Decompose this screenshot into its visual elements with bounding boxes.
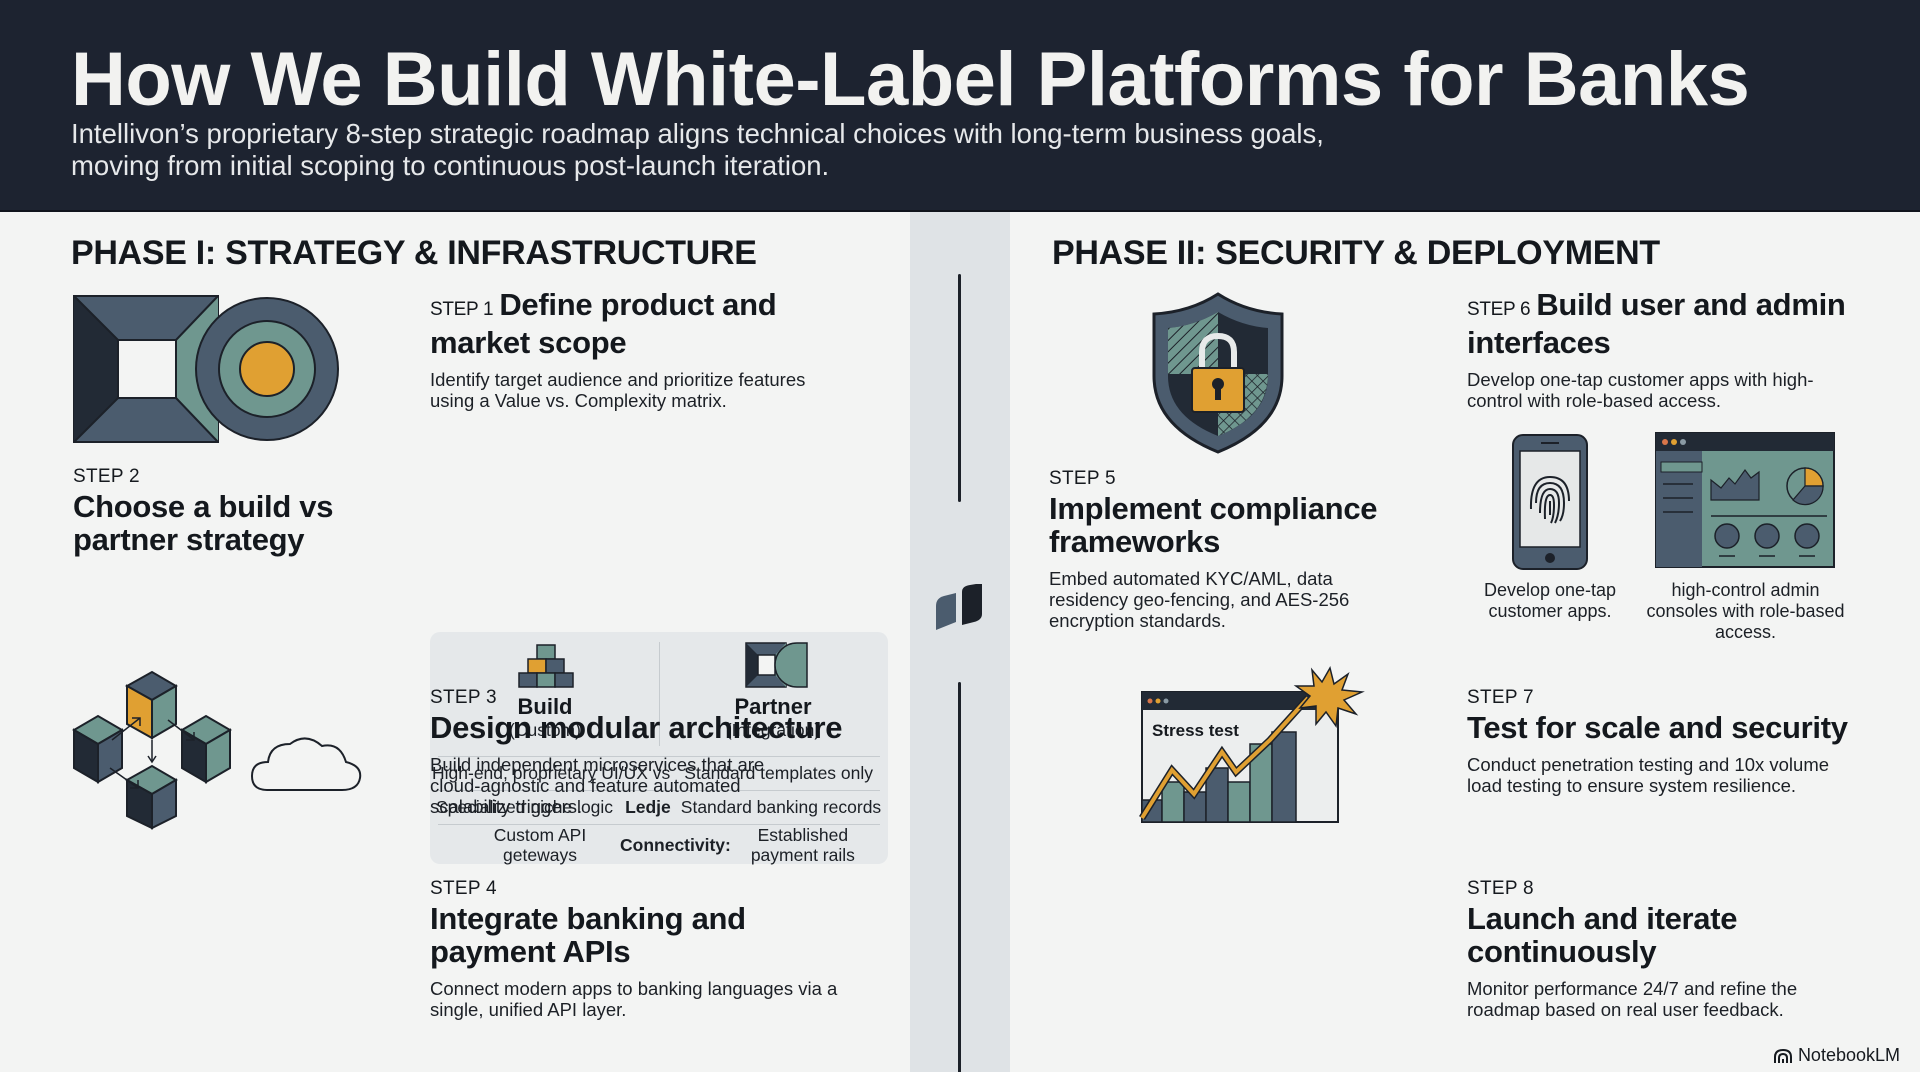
step-7-title: Test for scale and security xyxy=(1467,710,1848,745)
phase-2-panel: PHASE II: SECURITY & DEPLOYMENT STEP 5 I xyxy=(1010,212,1920,1072)
step-5-description: Embed automated KYC/AML, data residency … xyxy=(1049,568,1350,631)
phase-1-title: PHASE I: STRATEGY & INFRASTRUCTURE xyxy=(71,234,757,272)
page-subtitle: Intellivon’s proprietary 8-step strategi… xyxy=(71,118,1324,181)
step-7-description: Conduct penetration testing and 10x volu… xyxy=(1467,754,1830,796)
center-divider xyxy=(910,212,1010,1072)
step-3: STEP 3 Design modular architecture Build… xyxy=(430,687,890,817)
matrix-row-build: Specialized niche logic xyxy=(436,797,614,817)
phone-caption: Develop one-tap customer apps. xyxy=(1483,580,1617,621)
header-banner: How We Build White-Label Platforms for B… xyxy=(0,0,1920,212)
watermark-label: NotebookLM xyxy=(1797,1045,1900,1065)
build-vs-partner-matrix: Build (Custom) Partner (Integration) Hig… xyxy=(430,632,888,865)
partner-frame-icon xyxy=(745,642,809,688)
notebooklm-logo-icon xyxy=(1773,1048,1793,1064)
step-5: STEP 5 Implement compliance frameworks E… xyxy=(1049,468,1409,631)
step-4: STEP 4 Integrate banking and payment API… xyxy=(430,878,890,1020)
step-8-description: Monitor performance 24/7 and refine the … xyxy=(1467,978,1798,1020)
step-1-description: Identify target audience and prioritize … xyxy=(430,369,806,411)
matrix-row: Specialized niche logic Ledje Standard b… xyxy=(436,790,882,824)
build-label: Build xyxy=(517,694,573,719)
step-5-label: STEP 5 xyxy=(1049,468,1116,489)
matrix-row-criterion: Ledje xyxy=(625,797,671,817)
modular-cubes-icon xyxy=(72,670,372,830)
matrix-row-partner: Standard banking records xyxy=(680,797,882,817)
step-8: STEP 8 Launch and iterate continuously M… xyxy=(1467,878,1907,1020)
build-column: Build (Custom) xyxy=(435,640,655,750)
step-6-title: Build user and admin interfaces xyxy=(1467,287,1846,360)
partner-sublabel: (Integration) xyxy=(725,720,821,740)
admin-console-icon xyxy=(1655,432,1835,568)
step-6-label: STEP 6 xyxy=(1467,299,1531,320)
phase-1-panel: PHASE I: STRATEGY & INFRASTRUCTURE STEP … xyxy=(0,212,910,1072)
matrix-row: High-end, proprietary UI/UX vs Standard … xyxy=(432,756,880,790)
target-frame-icon xyxy=(72,294,342,444)
step-5-title: Implement compliance frameworks xyxy=(1049,491,1378,559)
partner-column: Partner (Integration) xyxy=(663,640,883,750)
matrix-row-build: High-end, proprietary UI/UX vs xyxy=(432,763,671,783)
step-3-label: STEP 3 xyxy=(430,687,497,708)
shield-lock-icon xyxy=(1150,290,1286,456)
book-pages-icon xyxy=(934,584,990,634)
matrix-row-partner: Standard templates only xyxy=(684,763,874,783)
matrix-row-build: Custom API geteways xyxy=(493,824,587,865)
phase-2-title: PHASE II: SECURITY & DEPLOYMENT xyxy=(1052,234,1660,272)
step-3-description: Build independent microservices that are… xyxy=(430,754,765,817)
step-2-label: STEP 2 xyxy=(73,466,140,487)
step-3-title: Design modular architecture xyxy=(430,710,843,745)
page-title: How We Build White-Label Platforms for B… xyxy=(71,37,1750,122)
phone-fingerprint-icon xyxy=(1511,433,1589,571)
step-4-description: Connect modern apps to banking languages… xyxy=(430,978,838,1020)
notebooklm-watermark: NotebookLM xyxy=(1773,1045,1900,1066)
divider-line xyxy=(958,274,961,502)
partner-label: Partner xyxy=(734,694,812,719)
svg-text:Stress test: Stress test xyxy=(1152,721,1239,740)
divider-line xyxy=(958,682,961,1072)
step-6-description: Develop one-tap customer apps with high-… xyxy=(1467,369,1814,411)
build-sublabel: (Custom) xyxy=(509,720,581,740)
step-7: STEP 7 Test for scale and security Condu… xyxy=(1467,687,1907,796)
step-1-label: STEP 1 xyxy=(430,299,494,320)
step-4-title: Integrate banking and payment APIs xyxy=(430,901,746,969)
step-1-title: Define product and market scope xyxy=(430,287,777,360)
step-7-label: STEP 7 xyxy=(1467,687,1534,708)
building-blocks-icon xyxy=(518,644,574,688)
matrix-row-partner: Established payment rails xyxy=(750,824,855,865)
stress-test-chart-icon: Stress test xyxy=(1130,664,1370,824)
step-2-title: Choose a build vs partner strategy xyxy=(73,489,334,557)
step-2: STEP 2 Choose a build vs partner strateg… xyxy=(73,466,373,556)
step-8-title: Launch and iterate continuously xyxy=(1467,901,1738,969)
matrix-row: Custom API geteways Connectivity: Establ… xyxy=(438,824,880,865)
console-caption: high-control admin consoles with role-ba… xyxy=(1646,580,1845,642)
matrix-row-criterion: Connectivity: xyxy=(620,834,731,855)
column-divider xyxy=(659,642,660,746)
step-4-label: STEP 4 xyxy=(430,878,497,899)
step-8-label: STEP 8 xyxy=(1467,878,1534,899)
